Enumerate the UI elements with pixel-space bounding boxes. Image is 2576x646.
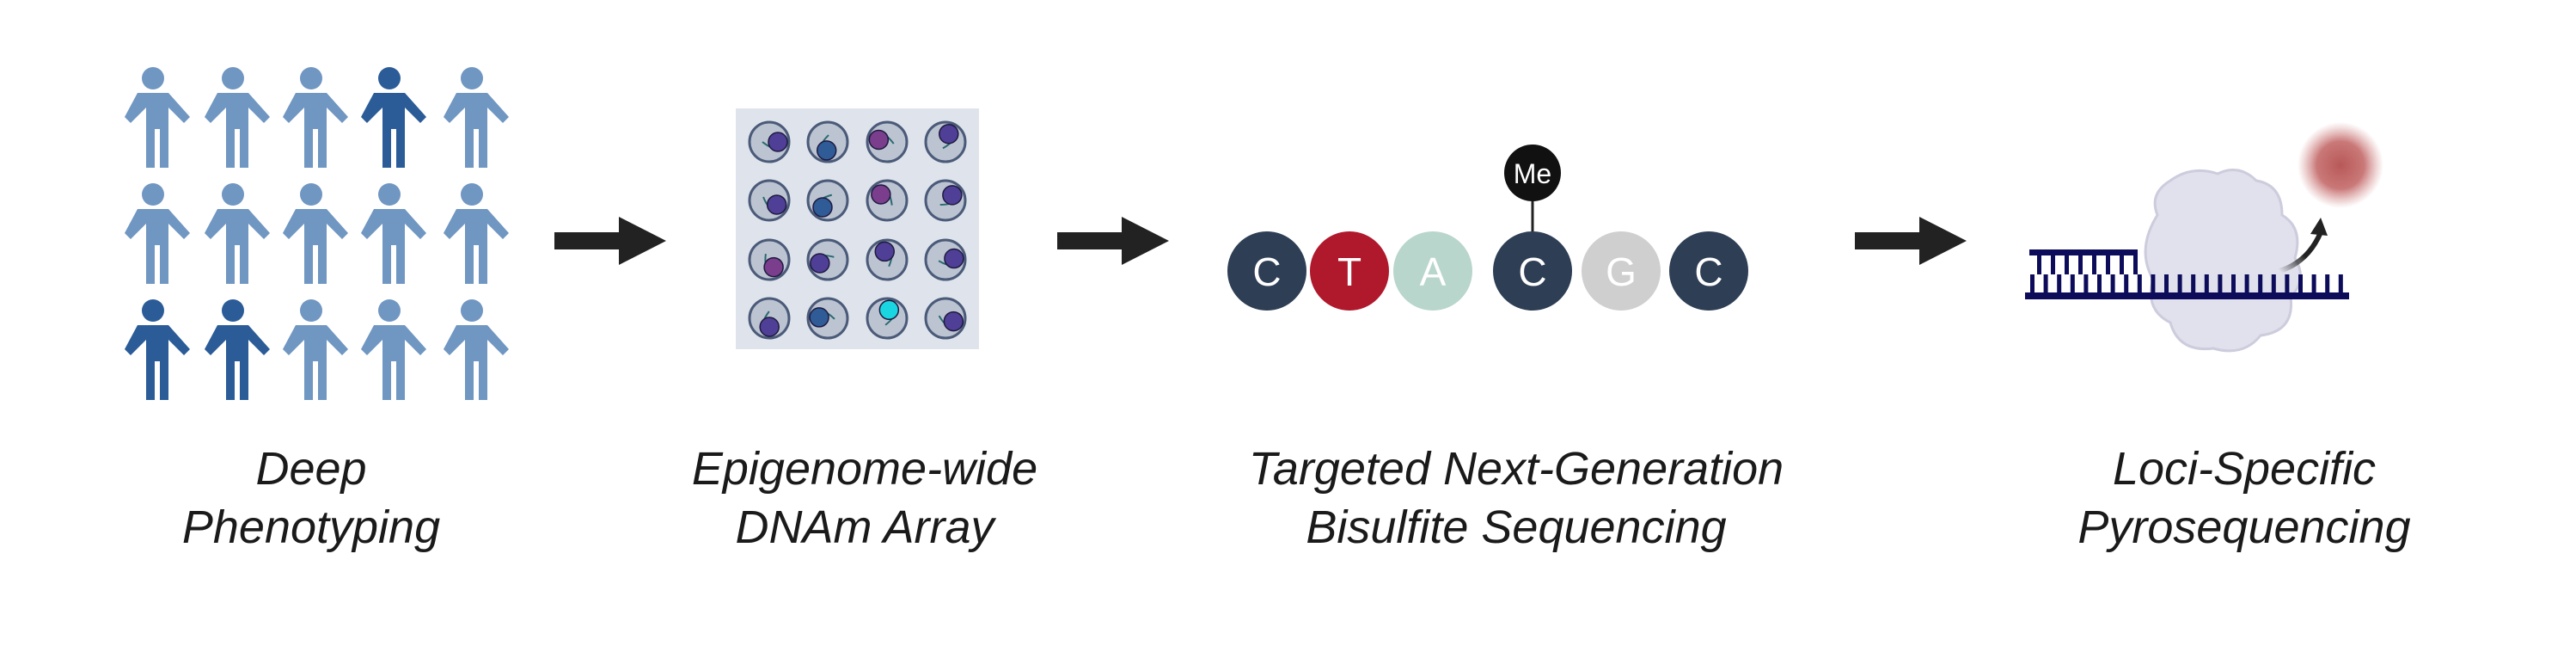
array-well-icon: [866, 297, 909, 340]
array-well-icon: [924, 297, 967, 340]
bead-icon: [763, 256, 784, 278]
person-icon: [205, 183, 270, 284]
label-line: Epigenome-wide: [691, 443, 1038, 495]
array-well-icon: [748, 297, 791, 340]
array-well-icon: [806, 120, 849, 163]
bead-icon: [810, 253, 830, 274]
array-well-icon: [806, 238, 849, 281]
array-well-icon: [866, 179, 909, 222]
base-circle-icon: [1227, 231, 1306, 311]
base-circle-icon: [1393, 231, 1472, 311]
label-line: Targeted Next-Generation: [1248, 443, 1784, 495]
bead-icon: [878, 299, 900, 321]
person-icon: [444, 67, 509, 168]
base-letter: A: [1420, 249, 1447, 294]
methyl-marker-icon: [1504, 145, 1561, 201]
bead-icon: [943, 311, 964, 332]
sequence-icon: Me C T A C G C: [1227, 145, 1748, 311]
label-line: Deep: [255, 443, 367, 495]
bead-icon: [768, 132, 788, 152]
bead-icon: [939, 123, 959, 145]
methyl-label: Me: [1514, 158, 1551, 189]
array-well-icon: [924, 179, 967, 222]
label-line: Pyrosequencing: [2077, 501, 2411, 553]
label-line: Loci-Specific: [2112, 443, 2377, 495]
base-letter: C: [1252, 249, 1281, 294]
pyrosequencing-icon: [2025, 122, 2383, 353]
arrow-icon: [554, 217, 666, 265]
base-letter: C: [1694, 249, 1722, 294]
person-icon: [205, 67, 270, 168]
person-icon: [125, 299, 190, 400]
person-icon: [283, 299, 348, 400]
bead-icon: [812, 197, 833, 218]
base-letter: G: [1606, 249, 1637, 294]
bead-icon: [942, 185, 963, 206]
bead-icon: [871, 184, 891, 205]
person-icon: [444, 299, 509, 400]
arrow-icon: [1057, 217, 1169, 265]
arrow-icon: [1855, 217, 1967, 265]
person-icon: [444, 183, 509, 284]
array-well-icon: [866, 120, 909, 163]
people-grid-icon: [125, 67, 509, 400]
base-circle-icon: [1582, 231, 1661, 311]
array-well-icon: [806, 297, 849, 340]
person-icon: [205, 299, 270, 400]
base-circle-icon: [1310, 231, 1389, 311]
array-well-icon: [866, 238, 909, 281]
person-icon: [361, 183, 426, 284]
label-line: Bisulfite Sequencing: [1306, 501, 1727, 553]
base-circle-icon: [1493, 231, 1572, 311]
light-signal-icon: [2298, 122, 2383, 208]
array-well-icon: [924, 120, 967, 163]
array-well-icon: [748, 120, 791, 163]
person-icon: [283, 183, 348, 284]
bead-icon: [944, 248, 964, 269]
bead-icon: [874, 241, 895, 262]
base-letter: C: [1518, 249, 1546, 294]
bead-icon: [766, 194, 787, 215]
person-icon: [283, 67, 348, 168]
array-well-icon: [806, 179, 849, 222]
label-line: DNAm Array: [735, 501, 994, 553]
array-well-icon: [748, 179, 791, 222]
bead-icon: [816, 140, 837, 161]
array-well-icon: [748, 238, 791, 281]
bead-icon: [809, 307, 829, 328]
person-icon: [361, 299, 426, 400]
base-letter: T: [1337, 249, 1361, 294]
label-line: Phenotyping: [181, 501, 441, 553]
base-circle-icon: [1669, 231, 1748, 311]
bead-icon: [759, 317, 780, 337]
person-icon: [125, 183, 190, 284]
dna-array-icon: [736, 108, 979, 349]
bead-icon: [868, 129, 890, 151]
person-icon: [125, 67, 190, 168]
person-icon: [361, 67, 426, 168]
array-well-icon: [924, 238, 967, 281]
